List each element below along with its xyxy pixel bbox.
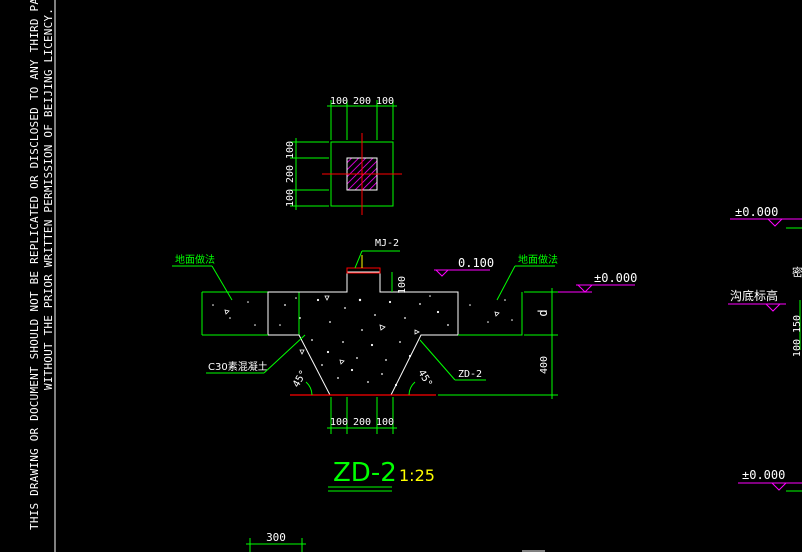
- dim-400-text: 400: [539, 356, 550, 374]
- right-elev-top: ±0.000: [735, 205, 778, 219]
- elevation-0-100: 0.100: [458, 256, 494, 270]
- label-c30-leader: [263, 334, 306, 374]
- right-elev-top-mark: [767, 218, 783, 227]
- label-c30-concrete: C30素混凝土: [208, 360, 268, 373]
- section-dim-bottom-2: 200: [353, 417, 371, 428]
- section-dim-bottom-1: 100: [330, 417, 348, 428]
- plan-dim-top: 100 200 100: [327, 96, 397, 140]
- title-scale: 1:25: [399, 466, 435, 485]
- plan-dim-left-1: 100: [285, 141, 296, 159]
- section-dim-bottom-3: 100: [376, 417, 394, 428]
- plan-dim-left-3: 100: [285, 189, 296, 207]
- label-zd-2-tag: ZD-2: [458, 369, 482, 380]
- dim-300-text: 300: [266, 531, 286, 544]
- right-dim-v: 100 150: [792, 315, 802, 357]
- elevation-pm0-000: ±0.000: [594, 271, 637, 285]
- right-elev-bottom-mark: [771, 482, 787, 491]
- bottom-fragment: 300: [246, 531, 545, 552]
- elevation-pm0-000-mark: [577, 284, 593, 293]
- angle-right-45: 45°: [415, 368, 434, 389]
- section-dim-bottom: 100 200 100: [327, 397, 397, 434]
- angle-left-arc: [305, 381, 313, 396]
- label-zd-2-leader: [419, 339, 456, 381]
- label-floor-left-leader: [211, 265, 233, 301]
- label-floor-right-leader: [496, 265, 516, 301]
- plan-dim-top-3: 100: [376, 96, 394, 107]
- dim-d-text: d: [536, 309, 550, 316]
- detail-title: ZD-2 1:25: [328, 458, 435, 492]
- tag-mj-2: MJ-2: [375, 238, 399, 249]
- plan-dim-top-2: 200: [353, 96, 371, 107]
- angle-right-arc: [408, 381, 416, 396]
- plan-dim-top-1: 100: [330, 96, 348, 107]
- plan-view: 100 200 100 100 200 100: [285, 96, 402, 215]
- plan-dim-left: 100 200 100: [285, 138, 329, 210]
- right-elev-bottom: ±0.000: [742, 468, 785, 482]
- elevation-0-100-mark: [435, 269, 449, 277]
- right-panel-fragment: ±0.000 密 沟底标高 100 150 ±0.000: [728, 205, 802, 492]
- label-floor-left: 地面做法: [175, 253, 215, 266]
- title-name: ZD-2: [333, 458, 397, 488]
- right-label-pit: 沟底标高: [730, 288, 778, 303]
- plan-dim-left-2: 200: [285, 165, 296, 183]
- right-pit-mark: [765, 303, 781, 312]
- dim-100-text: 100: [397, 276, 408, 294]
- section-top-outline: [202, 271, 523, 336]
- embedded-plate: [346, 267, 381, 274]
- angle-left-45: 45°: [291, 368, 310, 389]
- right-char: 密: [792, 265, 802, 279]
- concrete-aggregate: [212, 295, 513, 387]
- concrete-aggregate-stones: [224, 295, 500, 365]
- section-view: 地面做法 地面做法 MJ-2 0.100 ±0.000 100 d 400 C3…: [172, 238, 637, 434]
- label-floor-right: 地面做法: [518, 253, 558, 266]
- tag-mj-2-leader: [354, 250, 363, 269]
